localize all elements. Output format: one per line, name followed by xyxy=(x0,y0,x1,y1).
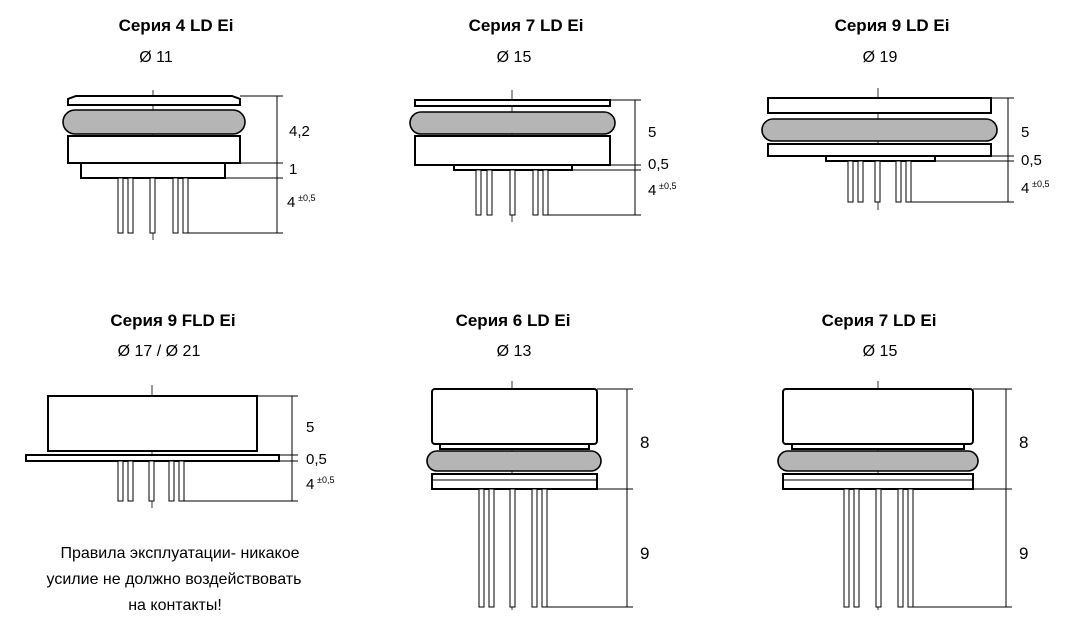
pins xyxy=(847,160,912,203)
sensor-diameter: Ø 17 / Ø 21 xyxy=(118,343,201,360)
dimension-lines xyxy=(911,97,1014,203)
base xyxy=(453,164,573,171)
dim-pins: 4 xyxy=(648,182,656,199)
housing xyxy=(782,388,974,445)
dim-height: 4,2 xyxy=(289,123,310,140)
dim-tolerance: ±0,5 xyxy=(298,193,315,203)
sensor-title: Серия 6 LD Ei xyxy=(456,311,571,330)
sensor-9fld: Серия 9 FLD Ei Ø 17 / Ø 21 5 0,5 4 ±0,5 … xyxy=(25,311,334,614)
sensor-diameter: Ø 19 xyxy=(863,49,898,66)
sensor-4ld: Серия 4 LD Ei Ø 11 4,2 1 4 ±0,5 xyxy=(62,16,315,240)
dim-base: 1 xyxy=(289,161,297,178)
neck xyxy=(791,443,965,450)
pins xyxy=(843,488,914,608)
base xyxy=(782,473,974,490)
neck xyxy=(439,443,590,450)
sensor-title: Серия 7 LD Ei xyxy=(469,16,584,35)
sensor-title: Серия 4 LD Ei xyxy=(119,16,234,35)
sensor-diameter: Ø 15 xyxy=(497,49,532,66)
base xyxy=(80,162,226,179)
dim-pins: 4 xyxy=(287,194,295,211)
base xyxy=(825,155,936,162)
pins xyxy=(117,460,185,502)
dim-pins: 4 xyxy=(1021,180,1029,197)
usage-note: Правила эксплуатации- никакое усилие не … xyxy=(47,545,302,614)
cap xyxy=(67,95,241,106)
dim-height: 5 xyxy=(306,419,314,436)
sensor-7ld: Серия 7 LD Ei Ø 15 5 0,5 4 ±0,5 xyxy=(409,16,676,222)
dim-height: 5 xyxy=(648,124,656,141)
sensor-title: Серия 9 LD Ei xyxy=(835,16,950,35)
sensor-title: Серия 9 FLD Ei xyxy=(110,311,235,330)
pins xyxy=(478,488,548,608)
dim-housing: 8 xyxy=(640,433,649,452)
sensor-6ld: Серия 6 LD Ei Ø 13 8 9 xyxy=(426,311,649,610)
cap xyxy=(767,97,992,114)
housing xyxy=(47,395,258,452)
housing xyxy=(431,388,598,445)
housing xyxy=(767,143,992,157)
o-ring xyxy=(409,111,616,135)
o-ring xyxy=(761,118,998,142)
dim-height: 5 xyxy=(1021,124,1029,141)
dim-pins: 9 xyxy=(1019,544,1028,563)
dim-base: 0,5 xyxy=(306,451,327,468)
housing xyxy=(414,135,611,166)
o-ring xyxy=(426,450,602,472)
dim-tolerance: ±0,5 xyxy=(317,475,334,485)
sensor-9ld: Серия 9 LD Ei Ø 19 5 0,5 4 ±0,5 xyxy=(761,16,1049,210)
pins xyxy=(475,169,549,216)
sensor-diameter: Ø 13 xyxy=(497,343,532,360)
dimension-lines xyxy=(184,395,298,502)
sensor-7ld-long: Серия 7 LD Ei Ø 15 8 9 xyxy=(777,311,1028,610)
note-line: усилие не должно воздействовать xyxy=(47,571,302,588)
sensor-title: Серия 7 LD Ei xyxy=(822,311,937,330)
dimension-lines xyxy=(548,99,641,216)
o-ring xyxy=(777,450,979,472)
note-line: на контакты! xyxy=(128,597,222,614)
sensor-diameter: Ø 15 xyxy=(863,343,898,360)
dim-tolerance: ±0,5 xyxy=(1032,179,1049,189)
dim-pins: 4 xyxy=(306,476,314,493)
dim-housing: 8 xyxy=(1019,433,1028,452)
flange xyxy=(25,454,280,462)
dim-base: 0,5 xyxy=(648,156,669,173)
sensor-diameter: Ø 11 xyxy=(139,49,173,66)
dimension-lines xyxy=(913,388,1012,608)
dim-pins: 9 xyxy=(640,544,649,563)
pins xyxy=(117,177,189,234)
o-ring xyxy=(62,109,246,135)
base xyxy=(431,473,598,490)
note-line: Правила эксплуатации- никакое xyxy=(61,545,300,562)
housing xyxy=(67,135,241,164)
cap xyxy=(414,99,611,107)
dimension-lines xyxy=(547,388,633,608)
dimension-lines xyxy=(188,95,283,234)
dim-tolerance: ±0,5 xyxy=(659,181,676,191)
dim-base: 0,5 xyxy=(1021,152,1042,169)
